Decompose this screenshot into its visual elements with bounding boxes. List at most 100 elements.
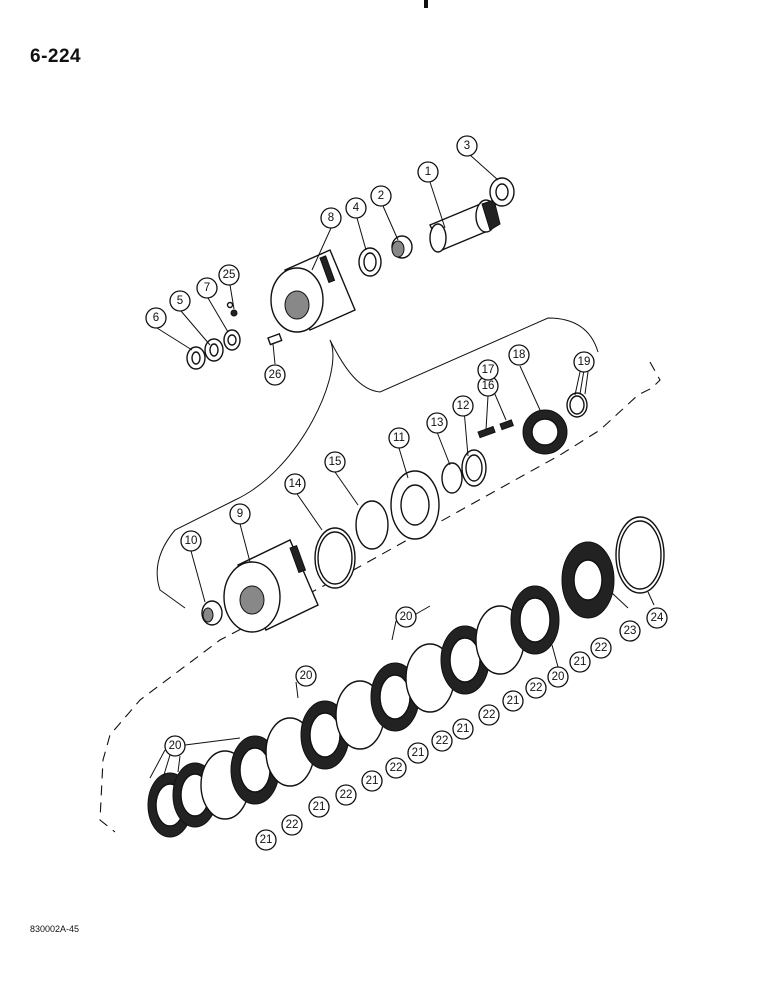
svg-text:21: 21 bbox=[366, 775, 379, 787]
callout-20a: 20 bbox=[164, 735, 186, 757]
svg-text:21: 21 bbox=[260, 834, 273, 846]
part-6-washer bbox=[186, 346, 206, 370]
callout-3: 3 bbox=[456, 135, 478, 157]
part-11-piston bbox=[390, 470, 440, 540]
part-15-seal bbox=[355, 500, 389, 550]
svg-text:21: 21 bbox=[457, 723, 470, 735]
svg-text:20: 20 bbox=[552, 671, 565, 683]
svg-text:5: 5 bbox=[177, 295, 183, 307]
svg-text:21: 21 bbox=[412, 747, 425, 759]
part-7-washer bbox=[223, 329, 241, 351]
callout-19: 19 bbox=[573, 351, 595, 373]
callout-23: 23 bbox=[619, 620, 641, 642]
callout-22g: 22 bbox=[590, 637, 612, 659]
leader-lines bbox=[156, 154, 655, 609]
callout-22d: 22 bbox=[431, 730, 453, 752]
svg-text:14: 14 bbox=[289, 478, 302, 490]
top-edge-mark bbox=[424, 0, 428, 8]
svg-text:6: 6 bbox=[153, 312, 159, 324]
svg-text:19: 19 bbox=[578, 356, 591, 368]
svg-text:25: 25 bbox=[223, 269, 236, 281]
callout-15: 15 bbox=[324, 451, 346, 473]
svg-text:23: 23 bbox=[624, 625, 637, 637]
svg-text:21: 21 bbox=[574, 656, 587, 668]
callout-21c: 21 bbox=[361, 770, 383, 792]
callout-7: 7 bbox=[196, 277, 218, 299]
svg-text:10: 10 bbox=[185, 535, 198, 547]
page-number: 6-224 bbox=[30, 46, 82, 67]
svg-text:1: 1 bbox=[425, 166, 431, 178]
svg-text:22: 22 bbox=[340, 789, 353, 801]
svg-text:20: 20 bbox=[400, 611, 413, 623]
callout-17: 17 bbox=[477, 359, 499, 381]
part-19-snap-ring bbox=[566, 392, 588, 418]
svg-text:15: 15 bbox=[329, 456, 342, 468]
svg-text:4: 4 bbox=[353, 202, 360, 214]
part-8-clutch-hub bbox=[270, 249, 356, 333]
part-9-clutch-housing bbox=[223, 539, 319, 633]
part-3-washer bbox=[489, 177, 515, 207]
svg-text:21: 21 bbox=[507, 695, 520, 707]
part-1-splined-shaft bbox=[429, 199, 501, 253]
callout-26: 26 bbox=[264, 364, 286, 386]
callout-13: 13 bbox=[426, 412, 448, 434]
svg-text:13: 13 bbox=[431, 417, 444, 429]
callout-25: 25 bbox=[218, 264, 240, 286]
part-2-bushing bbox=[391, 235, 413, 259]
callout-12: 12 bbox=[452, 395, 474, 417]
part-25-ball bbox=[226, 301, 238, 317]
part-12-ring bbox=[461, 449, 487, 487]
multi-callout-leaders bbox=[149, 371, 589, 779]
callout-22a: 22 bbox=[281, 814, 303, 836]
svg-text:12: 12 bbox=[457, 400, 470, 412]
part-26-plug bbox=[267, 332, 283, 346]
svg-text:22: 22 bbox=[483, 709, 496, 721]
callout-8: 8 bbox=[320, 207, 342, 229]
callout-14: 14 bbox=[284, 473, 306, 495]
callout-20d: 20 bbox=[547, 666, 569, 688]
callout-22c: 22 bbox=[385, 757, 407, 779]
part-18-gear bbox=[522, 409, 568, 455]
svg-text:20: 20 bbox=[300, 670, 313, 682]
clutch-disc-stack bbox=[147, 585, 560, 838]
callout-21e: 21 bbox=[452, 718, 474, 740]
svg-text:2: 2 bbox=[378, 190, 384, 202]
callout-22b: 22 bbox=[335, 784, 357, 806]
callout-20c: 20 bbox=[395, 606, 417, 628]
callout-2: 2 bbox=[370, 185, 392, 207]
svg-text:22: 22 bbox=[390, 762, 403, 774]
svg-text:11: 11 bbox=[393, 432, 405, 444]
callout-1: 1 bbox=[417, 161, 439, 183]
callout-9: 9 bbox=[229, 503, 251, 525]
part-24-snap-ring bbox=[615, 516, 665, 594]
group-bracket bbox=[156, 317, 599, 609]
callout-10: 10 bbox=[180, 530, 202, 552]
callout-21f: 21 bbox=[502, 690, 524, 712]
part-16-spring bbox=[477, 425, 496, 439]
svg-text:7: 7 bbox=[204, 282, 210, 294]
svg-text:24: 24 bbox=[651, 612, 664, 624]
figure-code: 830002A-45 bbox=[30, 924, 80, 934]
callout-11: 11 bbox=[388, 427, 410, 449]
svg-text:8: 8 bbox=[328, 212, 334, 224]
callout-20b: 20 bbox=[295, 665, 317, 687]
part-4-ring bbox=[358, 247, 382, 277]
svg-text:3: 3 bbox=[464, 140, 470, 152]
part-13-ring bbox=[441, 462, 463, 494]
svg-text:16: 16 bbox=[482, 380, 495, 392]
callout-24: 24 bbox=[646, 607, 668, 629]
svg-text:26: 26 bbox=[269, 369, 282, 381]
callout-21d: 21 bbox=[407, 742, 429, 764]
part-10-bushing bbox=[201, 600, 223, 626]
part-14-seal bbox=[314, 527, 356, 589]
part-17-spring bbox=[499, 419, 514, 431]
callout-21a: 21 bbox=[255, 829, 277, 851]
dashed-group-outline bbox=[99, 361, 661, 833]
svg-text:22: 22 bbox=[436, 735, 449, 747]
part-23-pressure-plate bbox=[561, 541, 615, 619]
callout-5: 5 bbox=[169, 290, 191, 312]
svg-text:20: 20 bbox=[169, 740, 182, 752]
svg-text:18: 18 bbox=[513, 349, 526, 361]
callout-21b: 21 bbox=[308, 796, 330, 818]
callout-4: 4 bbox=[345, 197, 367, 219]
